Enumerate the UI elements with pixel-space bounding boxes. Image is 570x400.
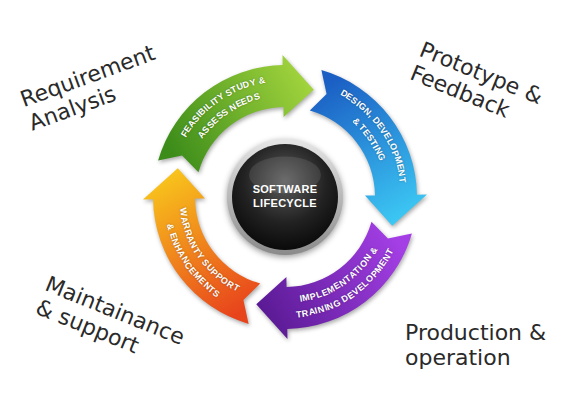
handwritten-note: Maintainance & support	[32, 271, 197, 377]
stage-label: IMPLEMENTATION & TRAINING DEVELOPMENT	[291, 238, 398, 322]
stage-label: FEASIBILITY STUDY & ASSESS NEEDS	[177, 72, 275, 143]
label-letter: &	[165, 223, 175, 232]
label-letter	[265, 75, 269, 84]
label-letter: G	[375, 152, 386, 162]
stage-label: DESIGN, DEVELOPMENT & TESTING	[336, 86, 411, 192]
label-letter	[398, 182, 407, 185]
handwritten-note: Requirement Analysis	[17, 36, 177, 136]
stage-label: WARRANTY SUPPORT & ENHANCEMENTS	[162, 204, 247, 302]
label-letter: T	[397, 176, 407, 183]
label-letter: &	[368, 245, 379, 255]
handwritten-note: Production & operation	[405, 320, 547, 371]
label-letter: &	[258, 76, 266, 86]
handwritten-note: Prototype & Feedback	[407, 37, 554, 136]
center-circle: SOFTWARE LIFECYCLE	[227, 139, 343, 255]
center-title: SOFTWARE LIFECYCLE	[242, 183, 328, 211]
